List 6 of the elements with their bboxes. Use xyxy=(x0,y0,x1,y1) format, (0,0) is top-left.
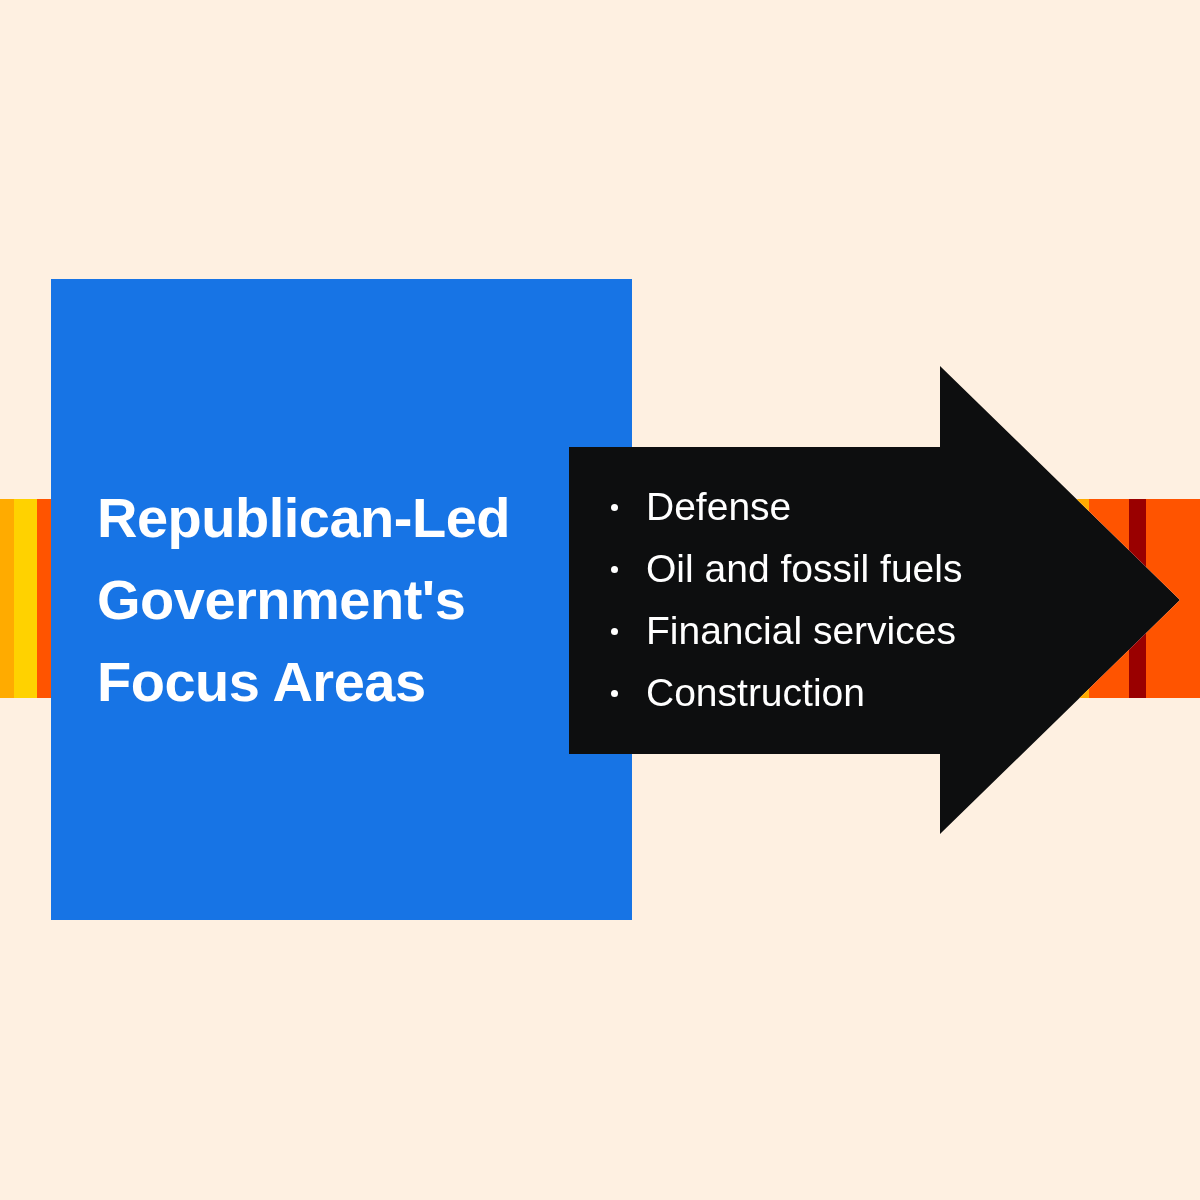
list-item-text: Construction xyxy=(646,670,865,716)
block-title: Republican-Led Government's Focus Areas xyxy=(97,484,512,715)
list-item-text: Oil and fossil fuels xyxy=(646,546,963,592)
title-block xyxy=(51,279,632,920)
list-item-text: Financial services xyxy=(646,608,956,654)
list-item-text: Defense xyxy=(646,484,792,530)
